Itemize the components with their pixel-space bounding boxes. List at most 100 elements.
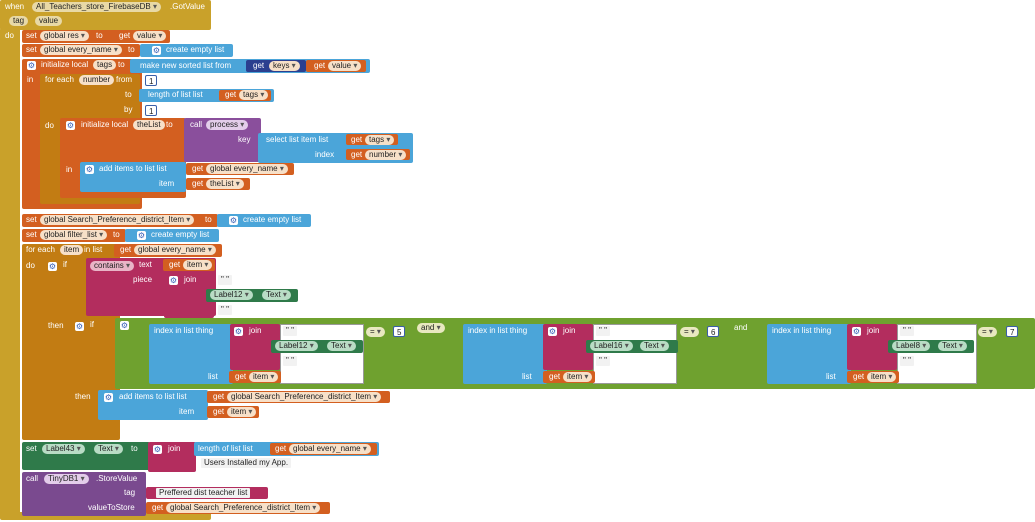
var-global-res[interactable]: global res <box>40 31 89 41</box>
equals-dropdown-3[interactable]: = <box>978 327 997 337</box>
gear-icon[interactable]: ⚙ <box>66 121 75 130</box>
procedure-dropdown[interactable]: process <box>206 120 249 130</box>
var-global-search-pref[interactable]: global Search_Preference_district_Item <box>40 215 195 225</box>
var-item[interactable]: item <box>867 372 897 382</box>
number-by[interactable]: 1 <box>145 105 158 116</box>
get-keyword: get <box>169 260 181 269</box>
var-item[interactable]: item <box>227 407 257 417</box>
gear-icon[interactable]: ⚙ <box>153 445 162 454</box>
gear-icon[interactable]: ⚙ <box>137 231 146 240</box>
property-text[interactable]: Text <box>262 290 291 300</box>
gear-icon[interactable]: ⚙ <box>548 327 557 336</box>
var-tags[interactable]: tags <box>239 90 269 100</box>
add-items-label: add items to list list <box>119 392 187 401</box>
get-keyword: get <box>549 372 561 381</box>
gear-icon[interactable]: ⚙ <box>169 276 178 285</box>
initialize-local-label: initialize local <box>41 60 89 69</box>
var-number[interactable]: number <box>79 75 115 85</box>
var-item[interactable]: item <box>249 372 279 382</box>
number-seven[interactable]: 7 <box>1006 326 1019 337</box>
empty-string[interactable]: " " <box>218 275 232 285</box>
property-text[interactable]: Text <box>938 341 967 351</box>
empty-string[interactable]: " " <box>283 356 297 366</box>
var-value[interactable]: value <box>328 61 362 71</box>
number-five[interactable]: 5 <box>393 326 406 337</box>
param-tag[interactable]: tag <box>9 16 29 26</box>
gear-icon[interactable]: ⚙ <box>229 216 238 225</box>
string-users-installed[interactable]: Users Installed my App. <box>201 458 292 468</box>
var-keys[interactable]: keys <box>269 61 300 71</box>
gear-icon[interactable]: ⚙ <box>152 46 161 55</box>
gear-icon[interactable]: ⚙ <box>27 61 36 70</box>
var-global-search-pref[interactable]: global Search_Preference_district_Item <box>166 503 321 513</box>
set-keyword: set <box>26 215 37 224</box>
var-global-every-name[interactable]: global every_name <box>206 164 288 174</box>
component-tinydb1[interactable]: TinyDB1 <box>44 474 89 484</box>
index-in-list-block-2[interactable] <box>463 324 547 384</box>
number-six[interactable]: 6 <box>707 326 720 337</box>
and-dropdown-1[interactable]: and <box>417 323 445 333</box>
get-keyword: get <box>853 372 865 381</box>
gear-icon[interactable]: ⚙ <box>75 322 84 331</box>
var-global-every-name[interactable]: global every_name <box>40 45 122 55</box>
var-global-filter-list[interactable]: global filter_list <box>40 230 108 240</box>
create-empty-list-block[interactable] <box>217 214 311 227</box>
property-text[interactable]: Text <box>640 341 669 351</box>
initialize-local-label: initialize local <box>81 120 129 129</box>
component-label12[interactable]: Label12 <box>275 341 318 351</box>
to-keyword: to <box>125 90 132 99</box>
empty-string[interactable]: " " <box>596 326 610 336</box>
var-global-every-name[interactable]: global every_name <box>289 444 371 454</box>
component-dropdown[interactable]: All_Teachers_store_FirebaseDB <box>32 2 161 12</box>
gear-icon[interactable]: ⚙ <box>85 165 94 174</box>
join-keyword: join <box>249 326 262 335</box>
empty-string[interactable]: " " <box>596 356 610 366</box>
component-label43[interactable]: Label43 <box>42 444 85 454</box>
add-items-block[interactable] <box>80 162 186 192</box>
property-text[interactable]: Text <box>327 341 356 351</box>
var-value[interactable]: value <box>133 31 167 41</box>
var-tags[interactable]: tags <box>365 135 395 145</box>
var-thelist-name[interactable]: theList <box>133 120 165 130</box>
var-item[interactable]: item <box>563 372 593 382</box>
to-keyword: to <box>118 60 125 69</box>
get-keyword: get <box>351 150 363 159</box>
var-item[interactable]: item <box>60 245 84 255</box>
to-keyword: to <box>131 444 138 453</box>
number-from[interactable]: 1 <box>145 75 158 86</box>
empty-string[interactable]: " " <box>218 305 232 315</box>
contains-dropdown[interactable]: contains <box>90 261 135 271</box>
create-empty-list-block[interactable] <box>125 229 219 242</box>
component-label12[interactable]: Label12 <box>210 290 253 300</box>
gear-icon[interactable]: ⚙ <box>48 262 57 271</box>
empty-string[interactable]: " " <box>900 356 914 366</box>
var-number[interactable]: number <box>365 150 407 160</box>
var-item[interactable]: item <box>183 260 213 270</box>
param-value[interactable]: value <box>35 16 63 26</box>
component-label16[interactable]: Label16 <box>590 341 633 351</box>
gear-icon[interactable]: ⚙ <box>234 327 243 336</box>
list-keyword: list <box>826 372 836 381</box>
gear-icon[interactable]: ⚙ <box>104 393 113 402</box>
var-tags-name[interactable]: tags <box>93 60 117 70</box>
set-keyword: set <box>26 45 37 54</box>
index-in-list-block-3[interactable] <box>767 324 851 384</box>
empty-string[interactable]: " " <box>283 326 297 336</box>
var-thelist[interactable]: theList <box>206 179 244 189</box>
property-text[interactable]: Text <box>94 444 123 454</box>
component-label8[interactable]: Label8 <box>892 341 931 351</box>
create-empty-list-block[interactable] <box>140 44 233 57</box>
empty-string[interactable]: " " <box>900 326 914 336</box>
var-global-every-name[interactable]: global every_name <box>134 245 216 255</box>
equals-dropdown-1[interactable]: = <box>366 327 385 337</box>
tag-keyword: tag <box>124 488 136 497</box>
gear-icon[interactable]: ⚙ <box>120 321 129 330</box>
var-global-search-pref[interactable]: global Search_Preference_district_Item <box>227 392 382 402</box>
index-in-list-block-1[interactable] <box>149 324 233 384</box>
equals-dropdown-2[interactable]: = <box>680 327 699 337</box>
add-items-filter-block[interactable] <box>98 390 208 420</box>
string-preffered-tag[interactable]: Preffered dist teacher list <box>156 488 251 498</box>
from-keyword: from <box>116 75 132 84</box>
gear-icon[interactable]: ⚙ <box>852 327 861 336</box>
index-in-list-label: index in list thing <box>772 326 832 335</box>
